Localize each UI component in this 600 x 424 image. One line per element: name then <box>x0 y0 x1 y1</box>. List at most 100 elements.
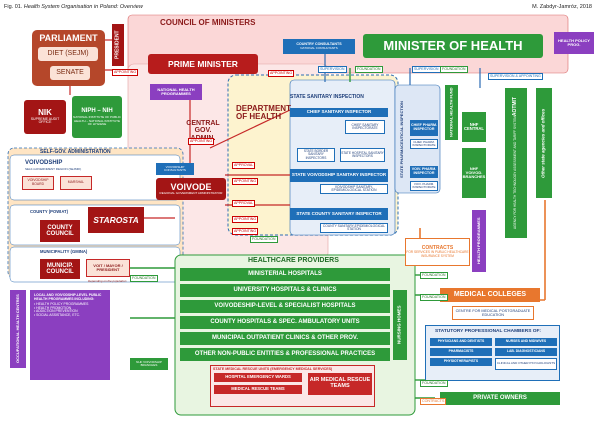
niph-box: NIPH – NIH NATIONAL INSTITUTE OF PUBLIC … <box>72 96 122 138</box>
label-foundation-7: FOUNDATION <box>420 380 448 387</box>
chief-sanitary-inspector-box: CHIEF SANITARY INSPECTOR <box>290 108 388 117</box>
depending-note: Depending on the population <box>88 279 127 283</box>
figure-caption: Health System Organisation in Poland: Ov… <box>23 4 143 10</box>
voivodship-epi-station-box: VOIVODSHIP SANITARY-EPIDEMIOLOGICAL STAT… <box>320 184 388 194</box>
occupational-health-box: OCCUPATIONAL HEALTH CENTRES <box>10 290 26 368</box>
label-appointing-3: APPOINTING <box>232 178 259 185</box>
label-foundation-3: FOUNDATION <box>250 236 278 243</box>
county-sanitary-inspector-box: STATE COUNTY SANITARY INSPECTOR <box>290 208 388 220</box>
provider-ministerial-hospitals: MINISTERIAL HOSPITALS <box>180 268 390 281</box>
providers-title: HEALTHCARE PROVIDERS <box>248 257 339 264</box>
chamber-pharmacists: PHARMACISTS <box>430 348 492 356</box>
nik-title: NIK <box>38 108 52 118</box>
aotmit-sub: AGENCY FOR HEALTH TECHNOLOGY ASSESSMENT … <box>513 116 518 230</box>
postgrad-centre-box: CENTRE FOR MEDICAL POSTGRADUATE EDUCATIO… <box>452 306 534 320</box>
label-appointing-5: APPOINTING <box>232 228 259 235</box>
label-appointing-6: APPOINTING <box>268 70 295 77</box>
chamber-physicians: PHYSICIANS AND DENTISTS <box>430 338 492 346</box>
state-hospital-inspectors-box: STATE HOSPITAL SANITARY INSPECTORS <box>340 148 385 162</box>
voivodship-board-box: VOIVODSHIP BOARD <box>22 176 54 190</box>
nhf-voiv-branches-box: NHF VOIVOD. BRANCHES <box>462 148 486 198</box>
local-programmes-heading: LOCAL AND VOIVODSHIP-LEVEL PUBLIC HEALTH… <box>34 293 102 301</box>
nik-box: NIK SUPREME AUDIT OFFICE <box>24 100 66 134</box>
rescue-teams-box: MEDICAL RESCUE TEAMS <box>214 385 302 394</box>
ems-title: STATE MEDICAL RESCUE UNITS (EMERGENCY ME… <box>213 367 333 371</box>
council-title: COUNCIL OF MINISTERS <box>160 18 256 27</box>
niph-title: NIPH – NIH <box>81 108 113 115</box>
national-health-programmes-box: NATIONAL HEALTH PROGRAMMES <box>150 84 202 100</box>
aotmit-box: AOTMIT AGENCY FOR HEALTH TECHNOLOGY ASSE… <box>505 88 527 238</box>
voivodship-sanitary-inspector-box: STATE VOIVODSHIP SANITARY INSPECTOR <box>290 169 388 182</box>
department-of-health-label: DEPARTMENT OF HEALTH <box>236 104 291 122</box>
air-rescue-box: AIR MEDICAL RESCUE TEAMS <box>308 373 372 395</box>
starosta-box: STAROSTA <box>88 207 144 233</box>
contracts-sub: FOR SERVICES IN PUBLIC HEALTHCARE INSURA… <box>406 250 469 258</box>
niph-sub: NATIONAL INSTITUTE OF PUBLIC HEALTH – NA… <box>73 115 121 126</box>
label-foundation-1: FOUNDATION <box>355 66 383 73</box>
nik-sub: SUPREME AUDIT OFFICE <box>30 116 60 125</box>
chamber-physiotherapists: PHYSIOTHERAPISTS <box>430 358 492 366</box>
state-pharma-inspection-label: STATE PHARMACEUTICAL INSPECTION <box>398 101 404 179</box>
label-foundation-6: FOUNDATION <box>420 294 448 301</box>
label-approval-1: APPROVAL <box>232 162 256 169</box>
local-programme-item: • SOCIAL ASSISTANCE, ETC. <box>34 312 81 317</box>
voiv-pharma-inspectorate-box: VOIV. PHARM. INSPECTORATE <box>410 181 438 191</box>
label-foundation-4: FOUNDATION <box>130 275 158 282</box>
county-title: COUNTY (POWIAT) <box>30 209 68 214</box>
label-appointing-2: APPOINTING <box>188 138 215 145</box>
provider-voivodeship-hospitals: VOIVODESHIP-LEVEL & SPECIALIST HOSPITALS <box>180 300 390 313</box>
contracts-title: CONTRACTS <box>421 245 454 252</box>
voivodship-consultants-box: VOIVODSHIP CONSULTANTS <box>156 163 194 175</box>
voit-box: VOIT / MAYOR / PRESIDENT <box>86 259 130 277</box>
voivode-title: VOIVODE <box>170 181 212 192</box>
label-foundation-5: FOUNDATION <box>420 272 448 279</box>
label-contracts: CONTRACTS <box>420 398 447 405</box>
label-foundation-2: FOUNDATION <box>440 66 468 73</box>
label-supervision-appointing: SUPERVISION & APPOINTING <box>488 73 543 80</box>
voivodship-title: VOIVODSHIP <box>25 160 63 166</box>
nfz-voiv-branches-small: NHF VOIVODSHIP BRANCHES <box>130 358 168 370</box>
provider-non-public-entities: OTHER NON-PUBLIC ENTITIES & PROFESSIONAL… <box>180 348 390 361</box>
label-appointing-1: APPOINTING <box>112 69 139 76</box>
private-owners-box: PRIVATE OWNERS <box>440 392 560 405</box>
health-programmes-label: HEALTH PROGRAMMES <box>472 210 486 272</box>
voivodship-sub: SELF-GOVERNMENT REGION (SEJMIK) <box>25 167 82 171</box>
voiv-pharma-inspector-box: VOIV. PHARM. INSPECTOR <box>410 166 438 178</box>
county-epi-station-box: COUNTY SANITARY-EPIDEMIOLOGICAL STATION <box>320 223 388 233</box>
provider-municipal-clinics: MUNICIPAL OUTPATIENT CLINICS & OTHER PRO… <box>180 332 390 345</box>
contracts-box: CONTRACTS FOR SERVICES IN PUBLIC HEALTHC… <box>405 238 470 266</box>
chamber-nurses: NURSES AND MIDWIVES <box>495 338 557 346</box>
country-consultants-title: COUNTRY CONSULTANTS <box>296 42 342 47</box>
country-consultants-sub: NATIONAL CONSULTANTS <box>300 45 338 50</box>
voivode-box: VOIVODE REGIONAL GOVERNMENT ADMINISTRATO… <box>156 178 226 200</box>
state-border-inspectors-box: STATE BORDER SANITARY INSPECTORS <box>297 148 335 162</box>
chambers-title: STATUTORY PROFESSIONAL CHAMBERS OF: <box>435 329 541 334</box>
figure-title: Fig. 01. Health System Organisation in P… <box>4 4 143 11</box>
diet-box: DIET (SEJM) <box>38 47 98 61</box>
provider-university-hospitals: UNIVERSITY HOSPITALS & CLINICS <box>180 284 390 297</box>
prime-minister-box: PRIME MINISTER <box>148 54 258 74</box>
other-agencies-label: Other state agencies and offices <box>536 88 552 198</box>
label-supervision-1: SUPERVISION <box>318 66 347 73</box>
president-box: PRESIDENT <box>112 24 124 66</box>
national-health-fund-label: NATIONAL HEALTH FUND <box>445 85 458 140</box>
county-council-box: COUNTY COUNCIL <box>40 220 80 242</box>
voivode-sub: REGIONAL GOVERNMENT ADMINISTRATOR <box>159 191 223 196</box>
nhf-central-box: NHF CENTRAL <box>462 112 486 142</box>
provider-county-hospitals: COUNTY HOSPITALS & SPEC. AMBULATORY UNIT… <box>180 316 390 329</box>
marshal-box: MARSHAL <box>60 176 92 190</box>
medical-colleges-box: MEDICAL COLLEGES <box>440 288 540 302</box>
chief-pharma-inspector-box: CHIEF PHARM. INSPECTOR <box>410 120 438 136</box>
chief-sanitary-inspectorate-box: CHIEF SANITARY INSPECTORATE <box>345 120 385 134</box>
self-gov-title: SELF-GOV. ADMINISTRATION <box>40 149 111 155</box>
country-consultants-box: COUNTRY CONSULTANTS NATIONAL CONSULTANTS <box>283 39 355 54</box>
figure-author: M. Zabdyr-Jamróz, 2018 <box>532 4 592 10</box>
nursing-homes-label: NURSING HOMES <box>393 290 407 360</box>
label-approval-2: APPROVAL <box>232 200 256 207</box>
chamber-psychologists: CLINICAL AND OTHER PSYCHOLOGISTS <box>495 358 557 370</box>
senate-box: SENATE <box>50 66 90 80</box>
local-programmes-box: LOCAL AND VOIVODSHIP-LEVEL PUBLIC HEALTH… <box>30 290 110 380</box>
label-appointing-4: APPOINTING <box>232 216 259 223</box>
local-programme-item: • HEALTH POLICY PROGRAMMES <box>34 302 89 307</box>
local-programme-item: • ADDICTION PREVENTION <box>34 309 78 314</box>
